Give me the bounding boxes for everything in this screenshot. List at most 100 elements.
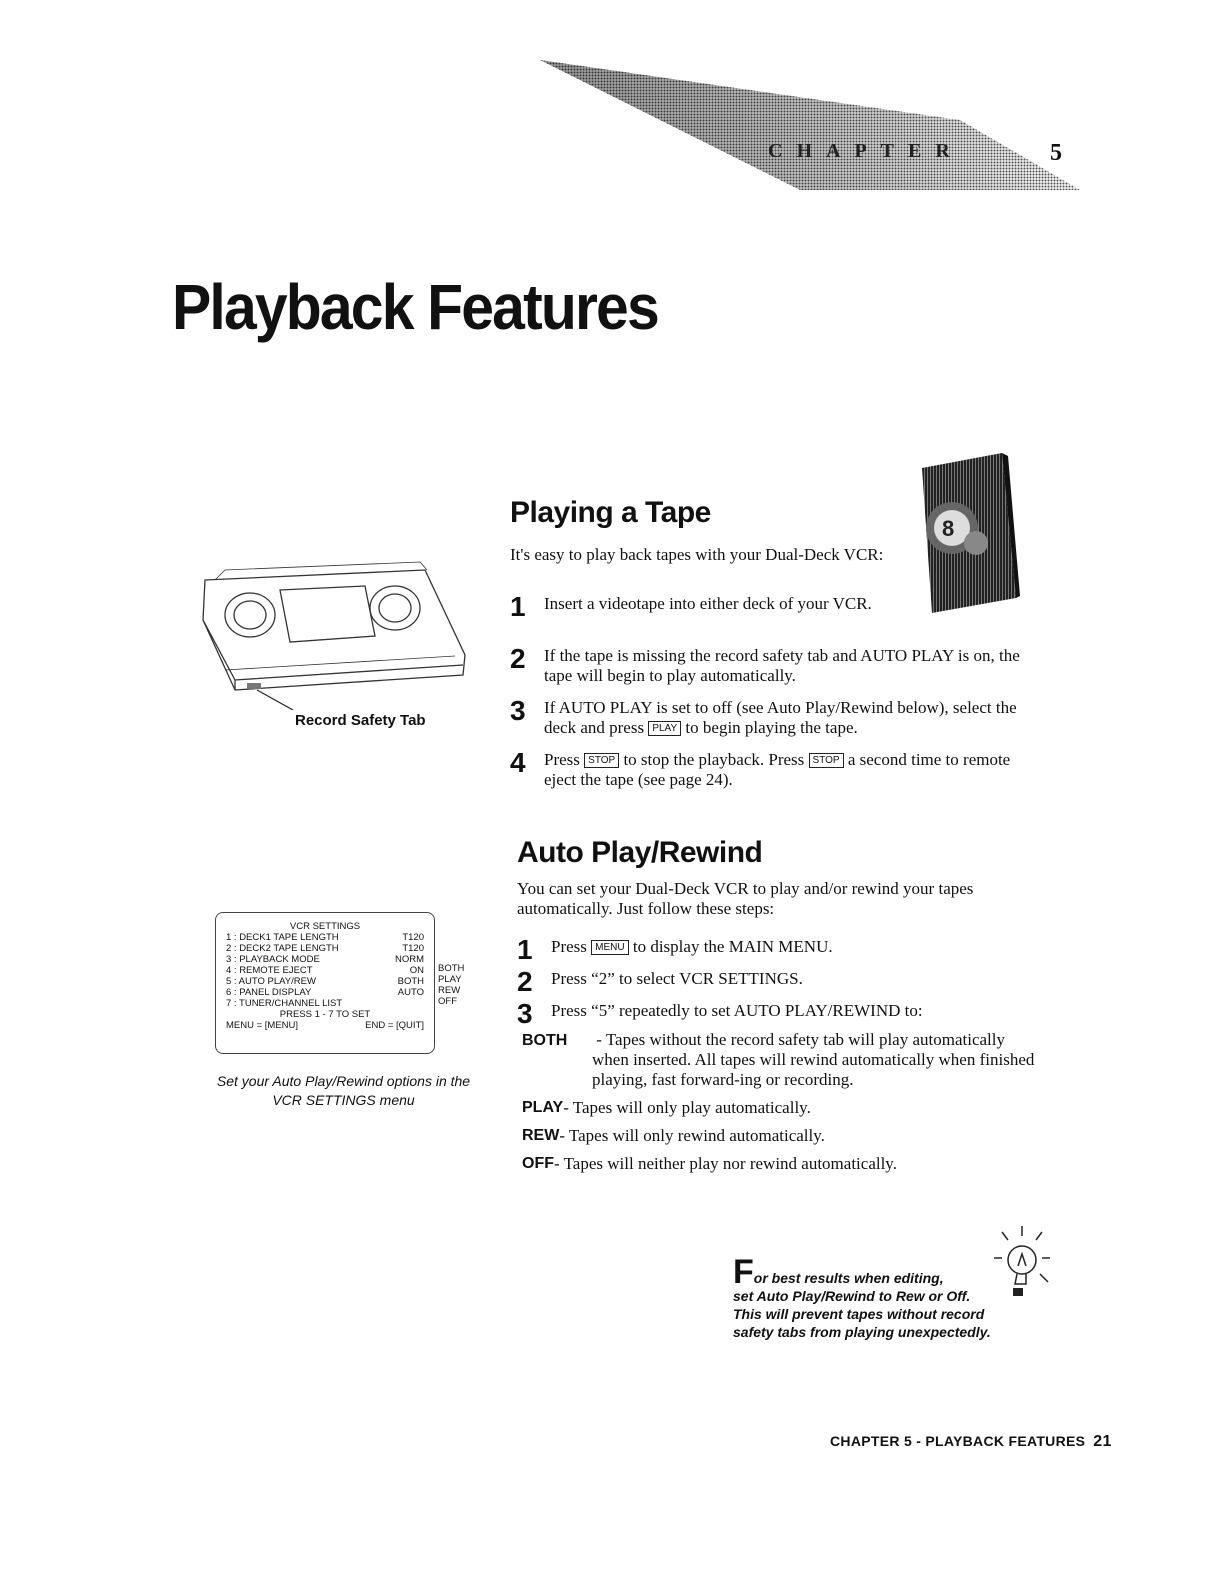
vcr-settings-menu-screen: VCR SETTINGS 1 : DECK1 TAPE LENGTH T120 2… <box>215 912 435 1054</box>
menu-row-value: ON <box>409 965 424 976</box>
option-key-cell: BOTH <box>522 1030 592 1090</box>
menu-row-label: 1 : DECK1 TAPE LENGTH <box>226 932 339 943</box>
tip-drop-cap: F <box>733 1253 754 1291</box>
option-item: BOTH <box>438 963 465 974</box>
menu-row: 7 : TUNER/CHANNEL LIST <box>216 998 434 1009</box>
step-text-part: to begin playing the tape. <box>681 718 858 737</box>
tip-line-3: This will prevent tapes without record <box>733 1306 985 1322</box>
record-safety-tab-label: Record Safety Tab <box>295 712 426 729</box>
menu-row-value: T120 <box>402 943 424 954</box>
option-key: PLAY <box>522 1099 564 1116</box>
step-text-part: to stop the playback. Press <box>619 750 809 769</box>
playing-steps: 1 Insert a videotape into either deck of… <box>510 591 905 622</box>
option-text: - Tapes without the record safety tab wi… <box>592 1030 1035 1089</box>
tip-line-4: safety tabs from playing unexpectedly. <box>733 1324 991 1340</box>
option-item: OFF <box>438 996 457 1007</box>
playing-step-1: 1 Insert a videotape into either deck of… <box>510 591 905 622</box>
step-text-part: to display the MAIN MENU. <box>628 937 833 956</box>
lightbulb-icon <box>994 1226 1050 1296</box>
menu-row-value: T120 <box>402 932 424 943</box>
menu-row-value <box>384 998 424 1009</box>
menu-row: 3 : PLAYBACK MODE NORM <box>216 954 434 965</box>
auto-play-rewind-heading: Auto Play/Rewind <box>517 836 763 869</box>
option-text: - Tapes will neither play nor rewind aut… <box>554 1154 897 1173</box>
playing-step-4: 4 Press STOP to stop the playback. Press… <box>510 749 1050 790</box>
option-both: BOTH - Tapes without the record safety t… <box>522 1030 1042 1090</box>
option-key: OFF <box>522 1155 554 1172</box>
menu-row: 1 : DECK1 TAPE LENGTH T120 <box>216 932 434 943</box>
chapter-banner-graphic <box>540 60 1080 190</box>
step-text: Press “2” to select VCR SETTINGS. <box>551 969 803 988</box>
tip-text: or best results when editing, <box>753 1270 944 1286</box>
footer-chapter-label: CHAPTER 5 - PLAYBACK FEATURES <box>830 1433 1086 1449</box>
menu-footer: MENU = [MENU] END = [QUIT] <box>216 1020 434 1031</box>
autoplay-step-2: 2 Press “2” to select VCR SETTINGS. <box>517 966 1057 997</box>
step-text-part: Press <box>551 937 592 956</box>
menu-row-value: BOTH <box>397 976 424 987</box>
menu-row: 4 : REMOTE EJECT ON <box>216 965 434 976</box>
autoplay-step-1: 1 Press MENU to display the MAIN MENU. <box>517 934 1057 965</box>
stop-key-icon: STOP <box>808 753 844 768</box>
step-number: 2 <box>510 643 526 674</box>
step-text: Press “5” repeatedly to set AUTO PLAY/RE… <box>551 1001 923 1020</box>
menu-row-label: 3 : PLAYBACK MODE <box>226 954 320 965</box>
vhs-cassette-illustration <box>202 561 466 710</box>
option-item: REW <box>438 985 461 996</box>
menu-row-value: AUTO <box>397 987 424 998</box>
stop-key-icon: STOP <box>584 753 620 768</box>
menu-row: 2 : DECK2 TAPE LENGTH T120 <box>216 943 434 954</box>
playing-step-2: 2 If the tape is missing the record safe… <box>510 643 1050 686</box>
menu-row-label: 5 : AUTO PLAY/REW <box>226 976 316 987</box>
autoplay-step-3: 3 Press “5” repeatedly to set AUTO PLAY/… <box>517 998 1057 1029</box>
step-number: 3 <box>517 998 533 1029</box>
menu-press-hint: PRESS 1 - 7 TO SET <box>279 1009 371 1020</box>
chapter-label: CHAPTER <box>768 140 964 162</box>
chapter-number: 5 <box>1050 140 1062 166</box>
option-description: - Tapes without the record safety tab wi… <box>526 1030 1042 1090</box>
menu-title: VCR SETTINGS <box>289 921 361 932</box>
svg-text:8: 8 <box>942 516 954 541</box>
autoplay-options: BOTH - Tapes without the record safety t… <box>522 1030 1042 1174</box>
tip-line-2: set Auto Play/Rewind to Rew or Off. <box>733 1288 971 1304</box>
page-title: Playback Features <box>172 271 660 343</box>
menu-row: 5 : AUTO PLAY/REW BOTH <box>216 976 434 987</box>
editing-tip: For best results when editing, set Auto … <box>733 1255 1023 1341</box>
step-number: 1 <box>517 934 533 965</box>
tip-line-1: For best results when editing, <box>733 1255 1023 1289</box>
menu-key-icon: MENU <box>591 940 629 955</box>
menu-row-label: 4 : REMOTE EJECT <box>226 965 313 976</box>
autoplay-intro: You can set your Dual-Deck VCR to play a… <box>517 879 974 918</box>
end-hint: END = [QUIT] <box>365 1020 424 1031</box>
step-text-part: Press <box>544 750 585 769</box>
option-key: BOTH <box>522 1032 568 1049</box>
step-text: Press STOP to stop the playback. Press S… <box>544 750 1014 790</box>
playing-a-tape-heading: Playing a Tape <box>510 496 711 529</box>
step-number: 1 <box>510 591 526 622</box>
auto-play-options-list: BOTH PLAY REW OFF <box>438 963 464 1007</box>
menu-row-label: 7 : TUNER/CHANNEL LIST <box>226 998 343 1009</box>
page-number: 21 <box>1093 1433 1112 1450</box>
playing-intro: It's easy to play back tapes with your D… <box>510 545 884 564</box>
step-number: 2 <box>517 966 533 997</box>
step-text-part: If AUTO PLAY is set to off (see Auto Pla… <box>544 698 1017 737</box>
playing-step-3: 3 If AUTO PLAY is set to off (see Auto P… <box>510 697 1050 738</box>
step-text: Insert a videotape into either deck of y… <box>544 594 872 613</box>
option-key: REW <box>522 1127 560 1144</box>
videotape-photo: 8 <box>922 453 1020 613</box>
menu-row-label: 2 : DECK2 TAPE LENGTH <box>226 943 339 954</box>
menu-row-label: 6 : PANEL DISPLAY <box>226 987 312 998</box>
step-text: If the tape is missing the record safety… <box>544 646 1020 685</box>
menu-row-value: NORM <box>394 954 424 965</box>
page-footer: CHAPTER 5 - PLAYBACK FEATURES 21 <box>830 1433 1112 1451</box>
menu-row: 6 : PANEL DISPLAY AUTO <box>216 987 434 998</box>
step-text: If AUTO PLAY is set to off (see Auto Pla… <box>544 698 1049 738</box>
option-text: - Tapes will only rewind automatically. <box>559 1126 825 1145</box>
option-off: OFF - Tapes will neither play nor rewind… <box>522 1154 1042 1174</box>
menu-hint: MENU = [MENU] <box>226 1020 299 1031</box>
playing-steps-2-4: 2 If the tape is missing the record safe… <box>510 643 1050 790</box>
option-rew: REW - Tapes will only rewind automatical… <box>522 1126 1042 1146</box>
autoplay-steps: 1 Press MENU to display the MAIN MENU. 2… <box>517 934 1057 1029</box>
step-text-part: a second time to remote eject the tape (… <box>544 750 1011 789</box>
option-play: PLAY - Tapes will only play automaticall… <box>522 1098 1042 1118</box>
option-item: PLAY <box>438 974 462 985</box>
